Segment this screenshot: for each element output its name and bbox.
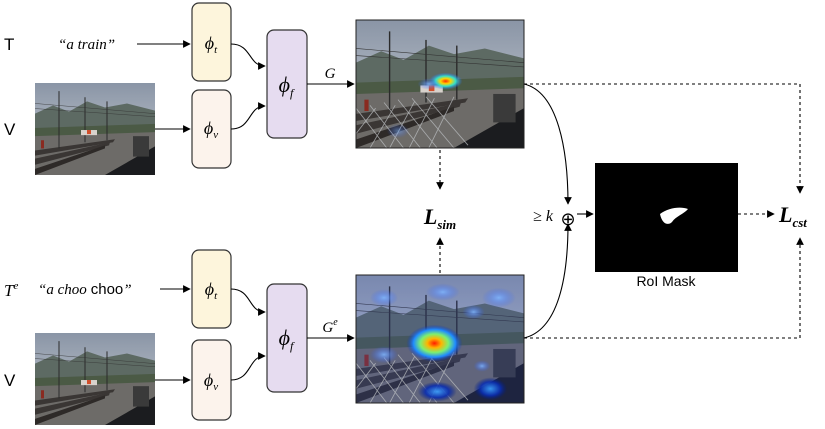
roi-mask-label: RoI Mask: [636, 273, 696, 289]
svg-text:ϕt: ϕt: [205, 279, 218, 302]
top-visual-encoder: ϕv: [191, 89, 232, 169]
top-text-prompt: “a train”: [58, 37, 115, 53]
bottom-visual-encoder: ϕv: [191, 339, 232, 421]
loss-sim: Lsim: [423, 204, 456, 232]
oplus-symbol: ⊕: [560, 209, 575, 229]
top-text-encoder: ϕt: [191, 2, 232, 82]
top-modality-text: T: [4, 35, 14, 54]
bottom-text-encoder: ϕt: [191, 249, 232, 329]
svg-text:ϕt: ϕt: [205, 33, 218, 56]
top-output-label: G: [325, 66, 336, 82]
bottom-input-image: [35, 333, 155, 425]
roi-mask-image: [595, 163, 738, 272]
top-modality-visual: V: [4, 120, 16, 139]
bottom-output-label: Ge: [322, 317, 338, 336]
svg-text:ϕv: ϕv: [204, 370, 218, 393]
svg-text:ϕf: ϕf: [279, 72, 295, 100]
bottom-heatmap-image: [355, 274, 525, 404]
loss-cst: Lcst: [778, 202, 807, 230]
top-fusion-module: ϕf: [266, 29, 308, 139]
bottom-modality-text: Te: [4, 280, 18, 300]
svg-text:ϕv: ϕv: [204, 118, 218, 141]
threshold-label: ≥ k: [533, 208, 554, 225]
svg-text:ϕf: ϕf: [279, 325, 295, 353]
top-input-image: [35, 83, 155, 175]
bottom-fusion-module: ϕf: [266, 283, 308, 393]
top-heatmap-image: [355, 19, 525, 149]
bottom-modality-visual: V: [4, 371, 16, 390]
